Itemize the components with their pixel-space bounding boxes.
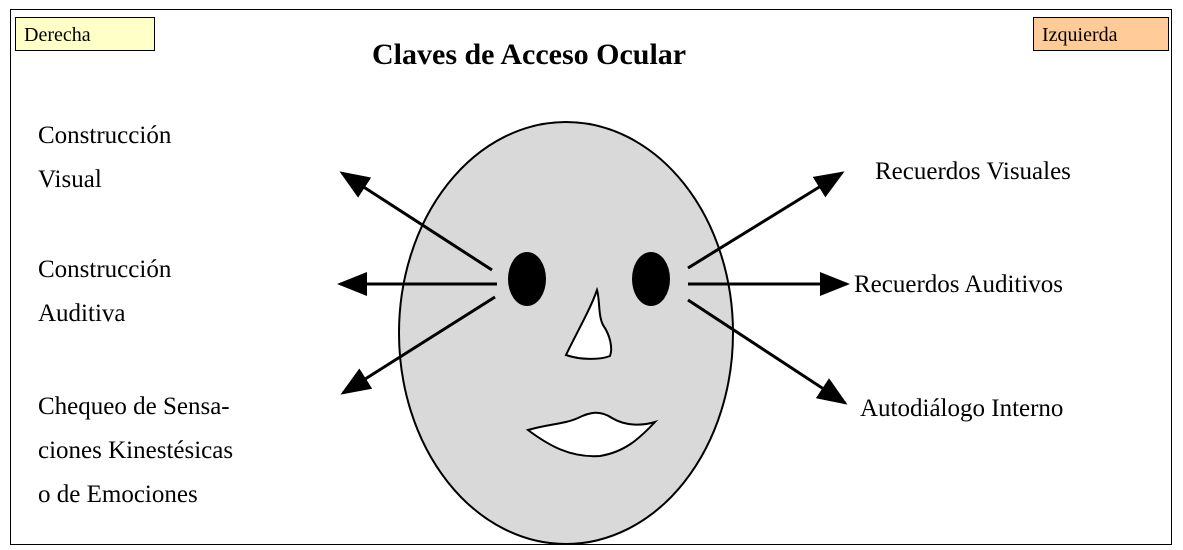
- left-side-tag: Izquierda: [1033, 17, 1169, 51]
- right-side-tag: Derecha: [15, 17, 155, 51]
- arrow-visual-memory: [687, 171, 845, 270]
- diagram-title: Claves de Acceso Ocular: [372, 38, 687, 71]
- mouth: [525, 411, 659, 458]
- label-line: o de Emociones: [38, 481, 198, 508]
- label-kinesthetic-check: Chequeo de Sensa- ciones Kinestésicas o …: [38, 385, 233, 517]
- left-eye: [632, 252, 670, 306]
- arrow-kinesthetic: [340, 295, 496, 395]
- diagram-frame: [10, 9, 1172, 545]
- nose: [564, 286, 613, 360]
- label-visual-construction: Construcción Visual: [38, 114, 171, 202]
- label-line: ciones Kinestésicas: [38, 437, 234, 464]
- face-outline: [398, 121, 734, 545]
- label-line: Construcción: [38, 122, 172, 149]
- label-line: Auditiva: [38, 300, 126, 327]
- label-line: Chequeo de Sensa-: [38, 393, 230, 420]
- label-line: Construcción: [38, 256, 172, 283]
- label-auditory-memory: Recuerdos Auditivos: [854, 271, 1064, 298]
- label-visual-memory: Recuerdos Visuales: [875, 158, 1071, 185]
- right-eye: [508, 252, 546, 306]
- label-internal-dialogue: Autodiálogo Interno: [860, 395, 1064, 422]
- label-line: Visual: [38, 166, 102, 193]
- arrow-internal-dialogue: [687, 298, 848, 405]
- label-auditory-construction: Construcción Auditiva: [38, 248, 171, 336]
- arrow-visual-construction: [339, 171, 493, 272]
